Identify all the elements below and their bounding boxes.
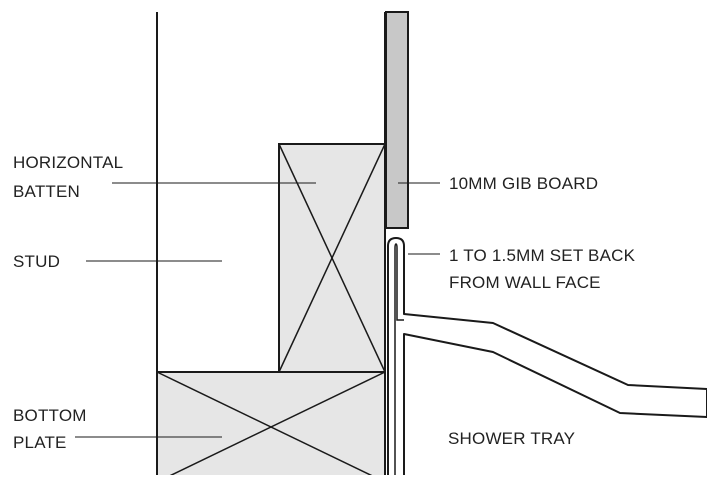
label-horizontal-batten-line1: HORIZONTAL bbox=[13, 153, 123, 172]
label-setback-line1: 1 TO 1.5MM SET BACK bbox=[449, 246, 636, 265]
bottom-plate bbox=[156, 371, 386, 480]
label-stud: STUD bbox=[13, 252, 60, 271]
label-gib-board: 10MM GIB BOARD bbox=[449, 174, 598, 193]
label-horizontal-batten-line2: BATTEN bbox=[13, 182, 80, 201]
label-shower-tray: SHOWER TRAY bbox=[448, 429, 575, 448]
label-bottom-plate-line1: BOTTOM bbox=[13, 406, 87, 425]
shower-tray-inner-line bbox=[394, 243, 404, 475]
gib-board bbox=[385, 11, 409, 229]
label-setback-line2: FROM WALL FACE bbox=[449, 273, 601, 292]
horizontal-batten bbox=[278, 143, 386, 373]
label-bottom-plate-line2: PLATE bbox=[13, 433, 67, 452]
shower-tray bbox=[387, 237, 707, 475]
